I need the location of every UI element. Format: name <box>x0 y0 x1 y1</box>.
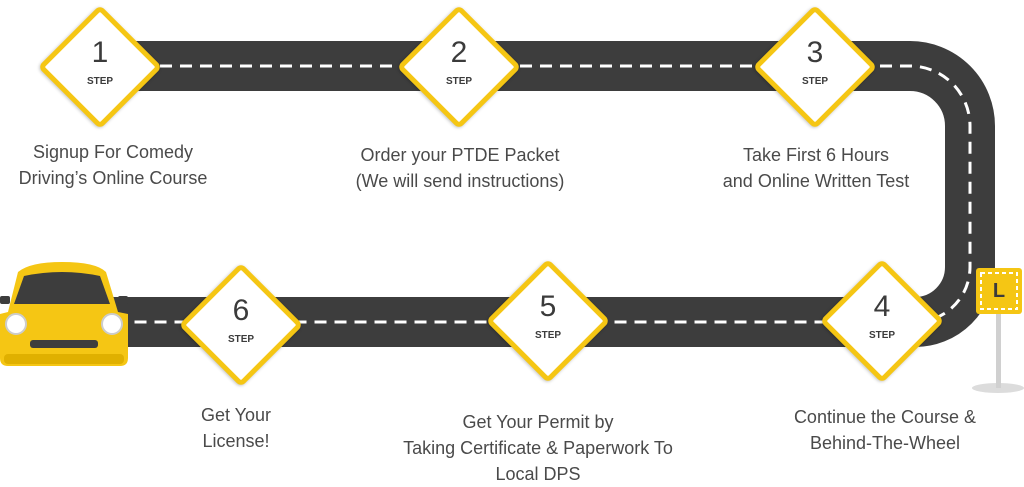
caption-line: Signup For Comedy <box>32 142 194 162</box>
caption-line: Take First 6 Hours <box>742 145 890 165</box>
step-label: STEP <box>868 330 896 341</box>
step-number: 3 <box>806 36 824 69</box>
step-label: STEP <box>445 76 473 87</box>
step-number: 6 <box>232 294 250 327</box>
step-caption-1: Signup For Comedy Driving’s Online Cours… <box>0 139 226 191</box>
caption-line: Local DPS <box>495 464 581 484</box>
step-caption-6: Get Your License! <box>176 402 296 454</box>
l-sign-icon <box>972 268 1024 393</box>
caption-line: Taking Certificate & Paperwork To <box>403 438 673 458</box>
caption-line: (We will send instructions) <box>355 171 565 191</box>
caption-line: Continue the Course & <box>793 407 977 427</box>
step-label: STEP <box>86 76 114 87</box>
step-marker-2: 2 STEP <box>394 2 524 132</box>
step-caption-2: Order your PTDE Packet (We will send ins… <box>330 142 590 194</box>
step-number: 1 <box>91 36 109 69</box>
step-marker-6: 6 STEP <box>176 260 306 390</box>
car-icon <box>0 262 128 366</box>
caption-line: and Online Written Test <box>722 171 910 191</box>
step-marker-5: 5 STEP <box>483 256 613 386</box>
step-label: STEP <box>534 330 562 341</box>
step-marker-1: 1 STEP <box>35 2 165 132</box>
caption-line: Behind-The-Wheel <box>809 433 961 453</box>
caption-line: Get Your Permit by <box>462 412 614 432</box>
step-caption-4: Continue the Course & Behind-The-Wheel <box>770 404 1000 456</box>
l-sign-letter: L <box>992 280 1006 302</box>
caption-line: Get Your <box>200 405 272 425</box>
step-label: STEP <box>801 76 829 87</box>
step-number: 2 <box>450 36 468 69</box>
caption-line: Order your PTDE Packet <box>360 145 560 165</box>
step-marker-3: 3 STEP <box>750 2 880 132</box>
step-marker-4: 4 STEP <box>817 256 947 386</box>
caption-line: Driving’s Online Course <box>18 168 208 188</box>
caption-line: License! <box>202 431 270 451</box>
step-number: 4 <box>873 290 891 323</box>
step-label: STEP <box>227 334 255 345</box>
step-caption-5: Get Your Permit by Taking Certificate & … <box>378 409 698 487</box>
step-caption-3: Take First 6 Hours and Online Written Te… <box>696 142 936 194</box>
step-number: 5 <box>539 290 557 323</box>
